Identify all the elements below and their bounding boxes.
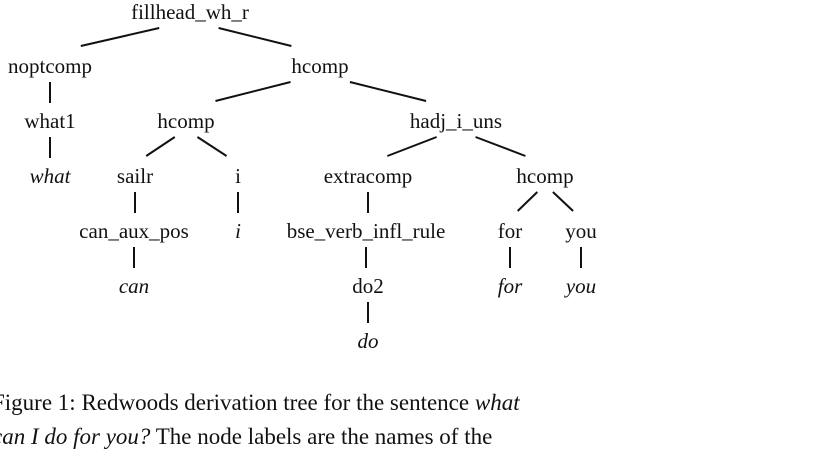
tree-leaf-word: do	[358, 329, 379, 353]
tree-edge	[218, 27, 292, 47]
derivation-tree: fillhead_wh_r noptcomp hcomp what1 what hcomp…	[8, 0, 597, 353]
caption-line-2: can I do for you? The node labels are th…	[0, 420, 632, 454]
tree-leaf-word: what	[30, 164, 72, 188]
tree-edge	[145, 136, 176, 157]
tree-leaf-word: for	[498, 274, 523, 298]
tree-node-label: hcomp	[516, 164, 573, 188]
tree-leaf-word: you	[564, 274, 596, 298]
tree-node-label: for	[498, 219, 523, 243]
tree-node-label: extracomp	[324, 164, 413, 188]
caption-italic-sentence: can I do for you?	[0, 424, 151, 449]
tree-edge	[349, 81, 427, 102]
caption-line-1: Figure 1: Redwoods derivation tree for t…	[0, 390, 520, 415]
tree-node-label: hadj_i_uns	[410, 109, 502, 133]
tree-edge	[552, 191, 574, 212]
tree-edge	[387, 136, 437, 157]
tree-leaf-word: can	[119, 274, 149, 298]
tree-node-label: sailr	[117, 164, 153, 188]
tree-edge	[517, 191, 538, 212]
tree-edge	[196, 136, 228, 157]
tree-node-label: noptcomp	[8, 54, 92, 78]
tree-node-label: you	[565, 219, 597, 243]
tree-node-label: hcomp	[157, 109, 214, 133]
tree-edge	[475, 136, 526, 157]
tree-node-label: can_aux_pos	[79, 219, 189, 243]
tree-node-label: hcomp	[291, 54, 348, 78]
tree-node-label: do2	[352, 274, 384, 298]
tree-node-label: what1	[24, 109, 75, 133]
tree-node-label: fillhead_wh_r	[131, 0, 249, 24]
tree-edge	[215, 81, 291, 102]
tree-edge	[80, 27, 160, 47]
figure-caption: Figure 1: Redwoods derivation tree for t…	[0, 386, 632, 454]
tree-node-label: i	[235, 164, 241, 188]
tree-leaf-word: i	[235, 219, 241, 243]
tree-node-label: bse_verb_infl_rule	[287, 219, 446, 243]
caption-italic-what: what	[474, 390, 520, 415]
